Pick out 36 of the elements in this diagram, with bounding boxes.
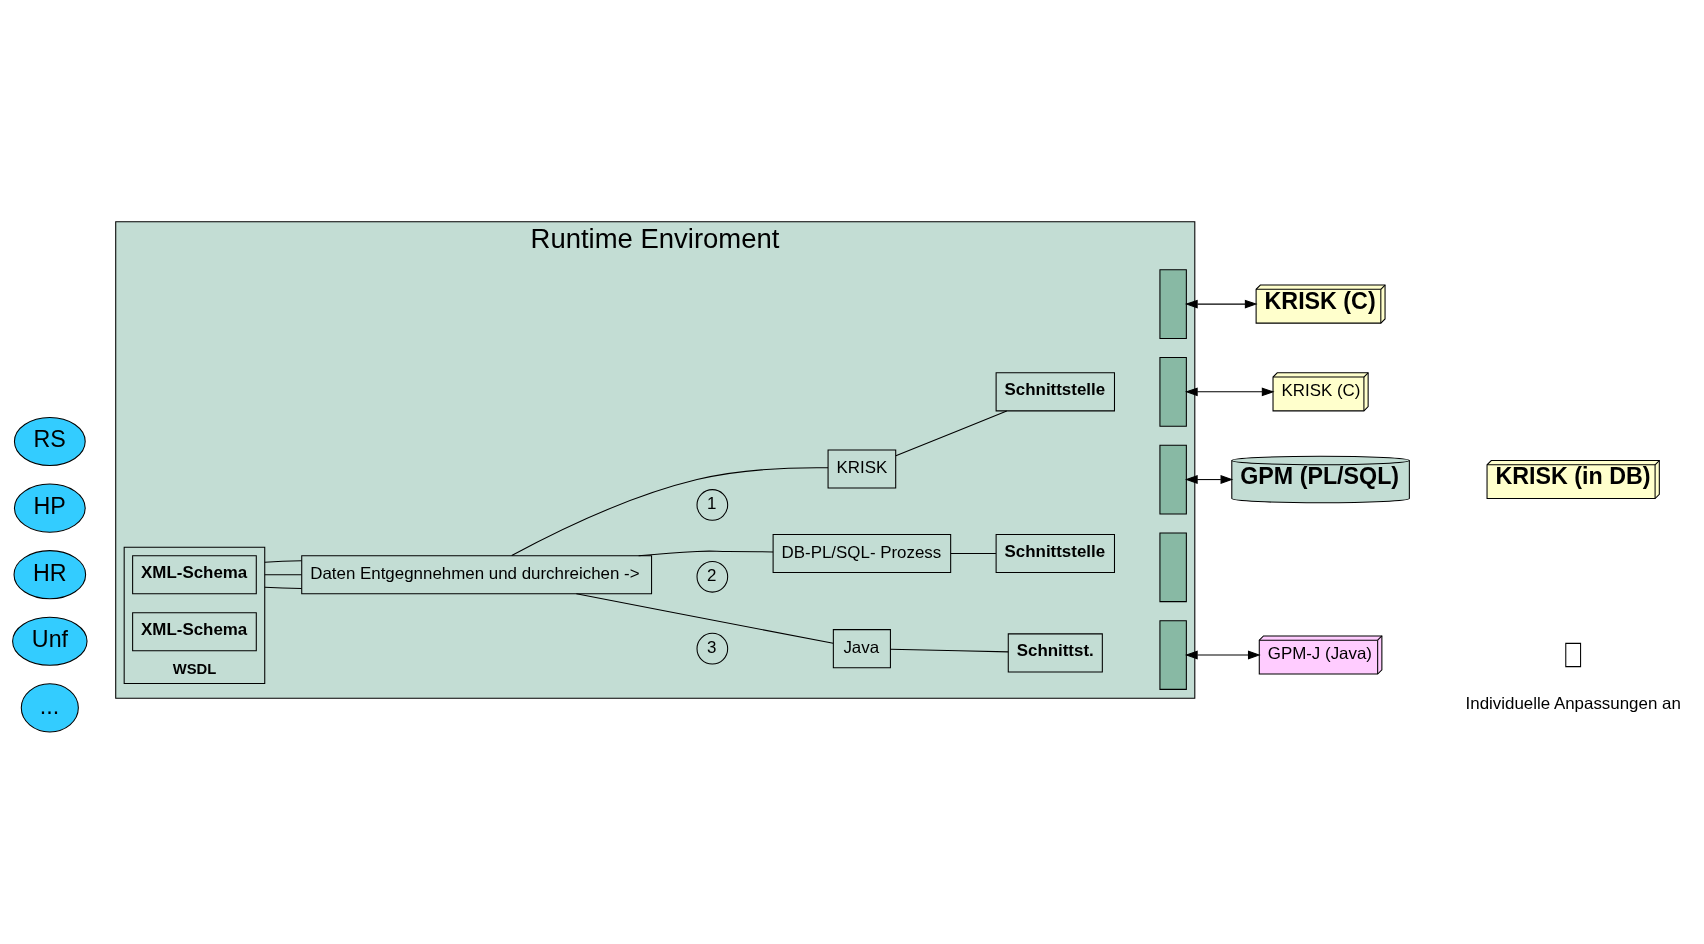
legend-label: Individuelle Anpassungen an xyxy=(1465,693,1681,713)
node-circle: 3 xyxy=(696,632,729,664)
connector xyxy=(890,648,1009,652)
node-box xyxy=(1159,444,1187,514)
node-box: Daten Entgegnnehmen und durchreichen -> xyxy=(301,554,653,594)
connector xyxy=(511,466,829,556)
node-ellipse: HP xyxy=(13,483,86,533)
connector xyxy=(264,586,303,589)
arrow xyxy=(1185,474,1234,484)
node-ellipse: RS xyxy=(13,416,86,466)
node-box: XML-Schema xyxy=(132,611,257,651)
connector xyxy=(895,409,1008,456)
node-box xyxy=(1159,356,1187,427)
connector xyxy=(264,573,303,575)
connector xyxy=(575,592,834,644)
arrow xyxy=(1185,386,1275,396)
node-box xyxy=(1159,268,1187,339)
node-box: Java xyxy=(832,628,891,668)
node-ellipse: Unf xyxy=(12,616,88,666)
node-ellipse: HR xyxy=(13,549,87,599)
node-box xyxy=(1159,531,1187,602)
connector xyxy=(950,552,997,554)
node-box: DB-PL/SQL- Prozess xyxy=(772,533,952,573)
arrow xyxy=(1185,650,1261,659)
node-box: Schnittst. xyxy=(1007,632,1103,672)
node-circle: 1 xyxy=(696,488,729,521)
connector xyxy=(264,559,303,563)
node-circle: 2 xyxy=(696,560,729,593)
node-box xyxy=(1159,619,1187,690)
node-box: KRISK xyxy=(827,448,897,489)
arrow xyxy=(1185,299,1258,309)
node-box: XML-Schema xyxy=(132,554,257,594)
node-box: Schnittstelle xyxy=(995,371,1115,411)
connector xyxy=(638,550,774,556)
node-ellipse: ... xyxy=(20,682,79,732)
node-box: Schnittstelle xyxy=(995,533,1115,573)
